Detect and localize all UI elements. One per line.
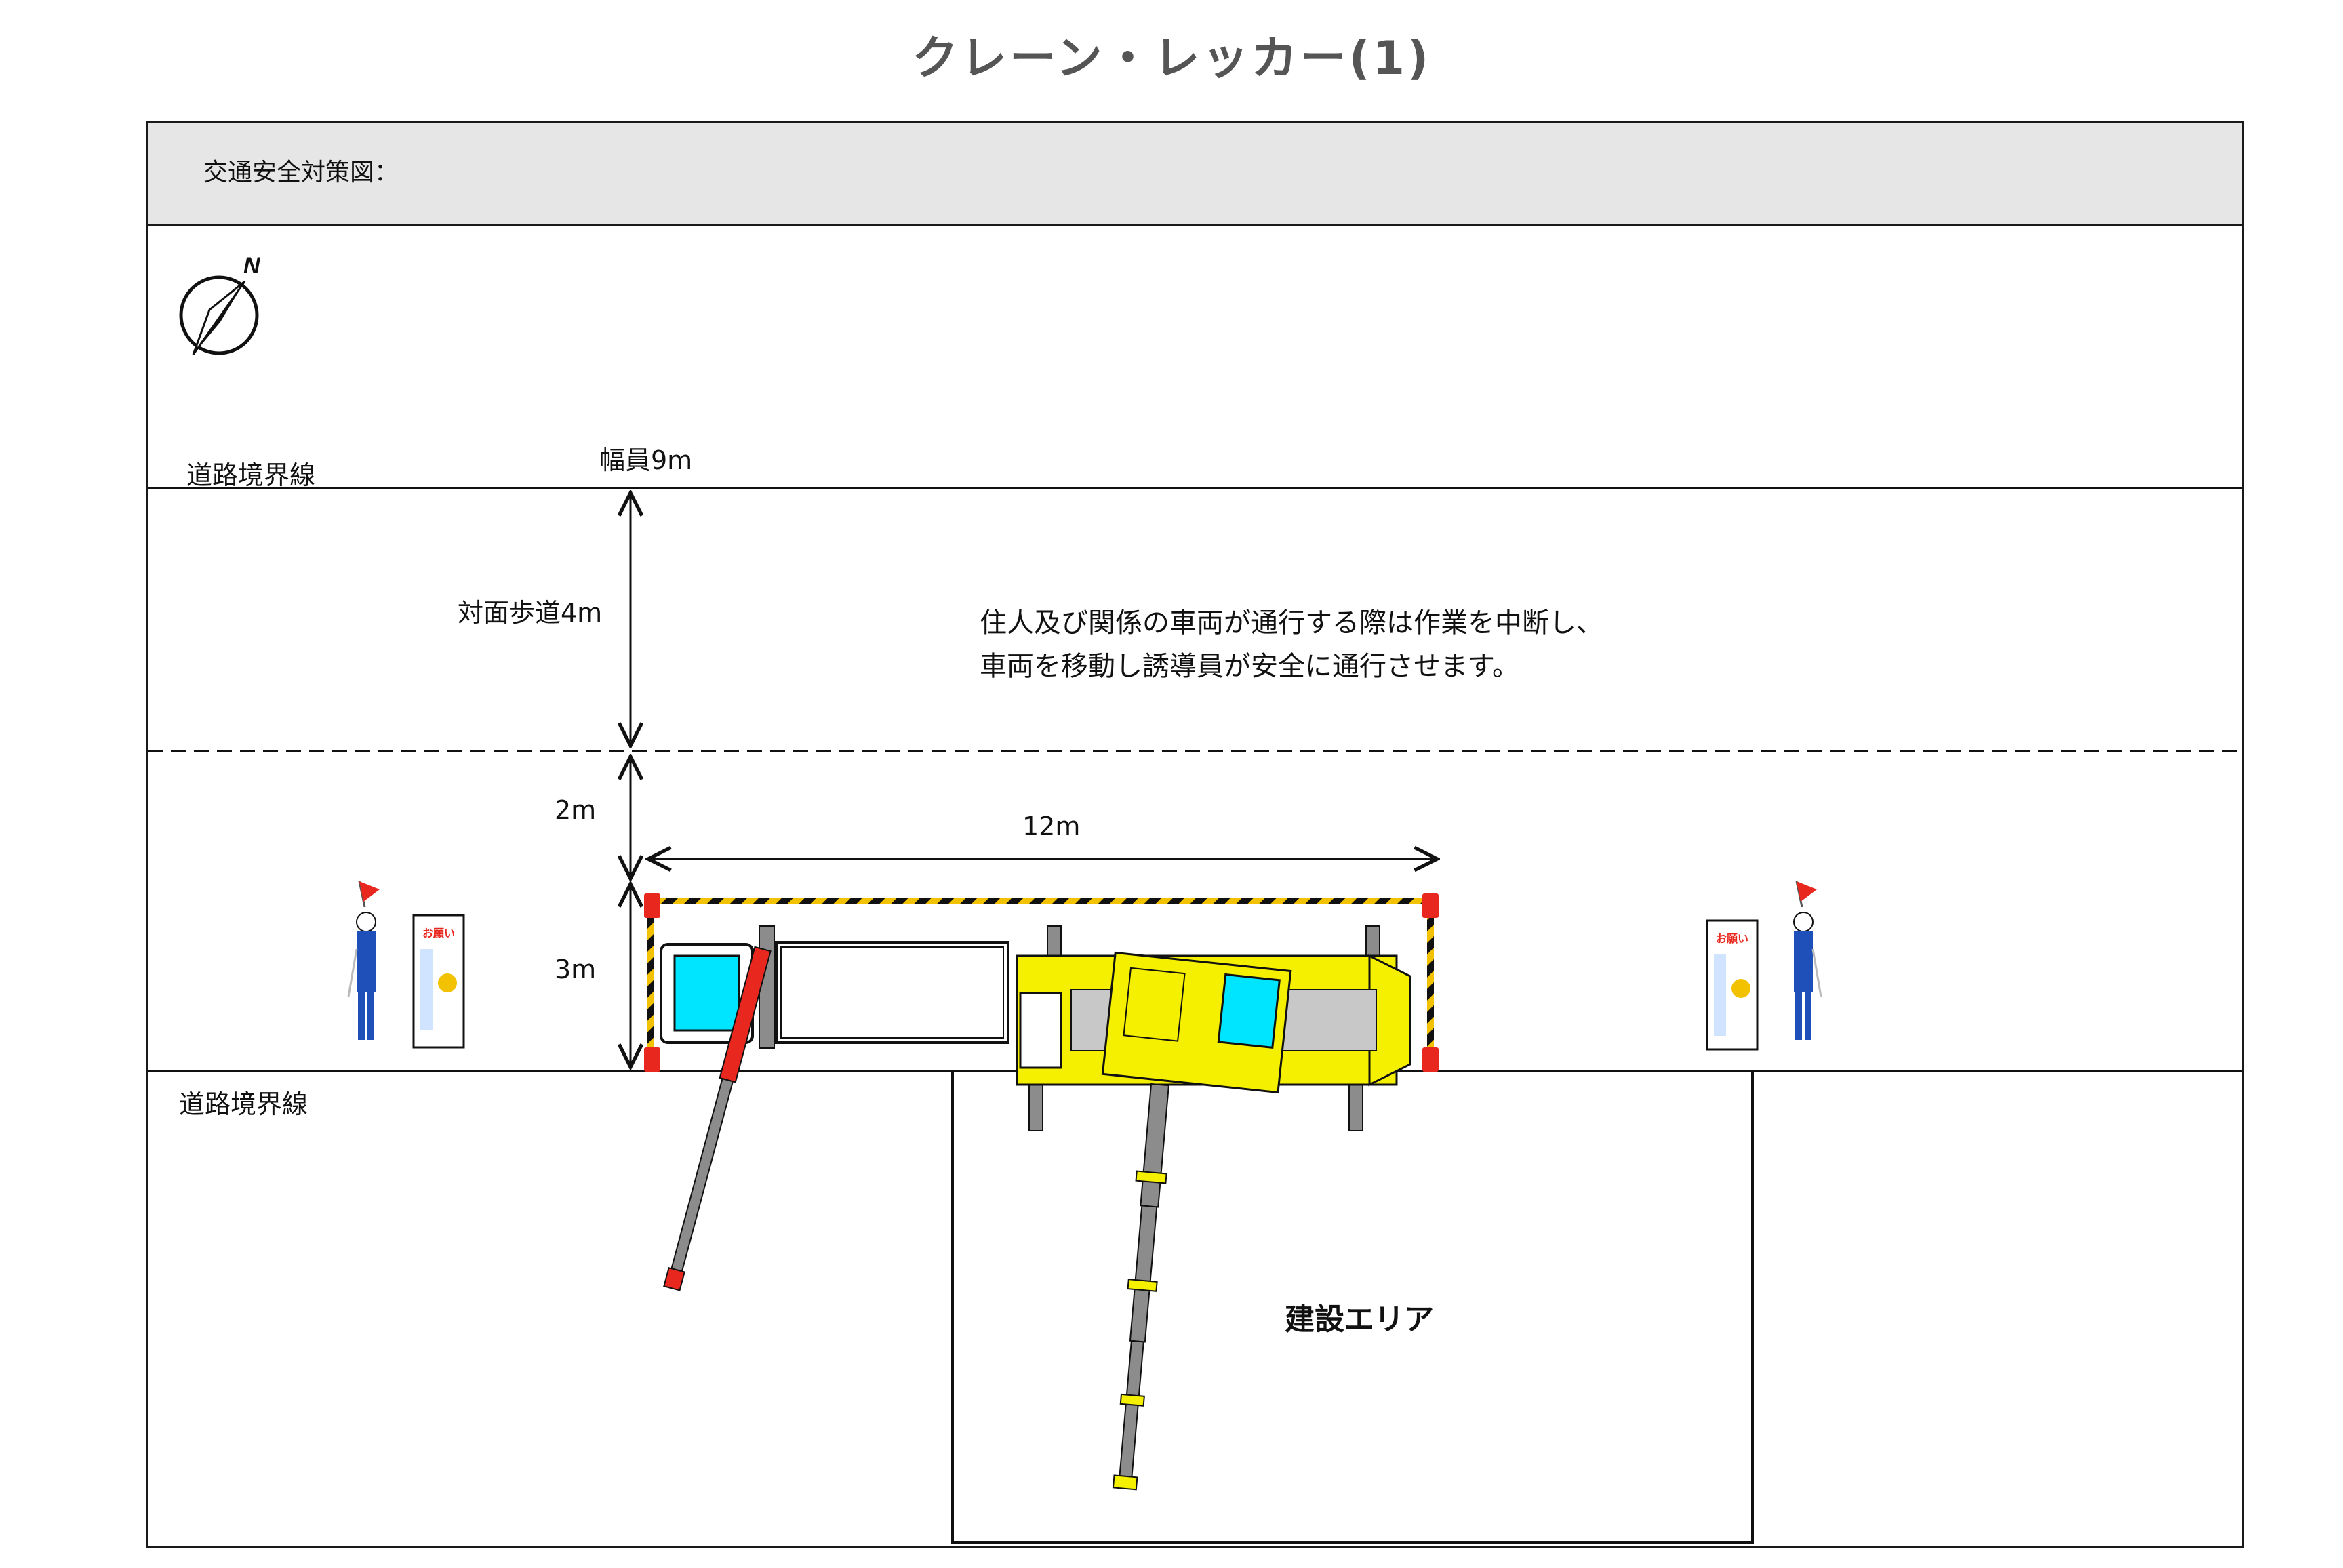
barrier-cone-icon [1422,893,1439,918]
diagram-frame [146,121,2244,1548]
signboard-title: お願い [1716,932,1748,945]
construction-area [951,1070,1754,1544]
barrier-cone-icon [1422,1047,1439,1072]
wrecker-truck [660,925,1009,1291]
header-band [148,123,2242,226]
barrier-cone-icon [644,893,660,918]
flagman-right-icon [1793,881,1822,1040]
header-label: 交通安全対策図： [203,159,399,186]
signboard-right: お願い [1706,919,1759,1051]
flagman-left-icon [347,881,380,1040]
label-dim-3m: 3m [555,954,597,984]
work-zone-barrier [644,893,1439,1072]
notice-line-2: 車両を移動し誘導員が安全に通行させます。 [980,651,1519,682]
label-dim-12m: 12m [1022,811,1081,841]
signboard-left: お願い [412,914,465,1049]
label-boundary-bottom: 道路境界線 [179,1089,308,1119]
notice-line-1: 住人及び関係の車両が通行する際は作業を中断し、 [980,607,1603,639]
mobile-crane [1016,925,1411,1491]
label-boundary-top: 道路境界線 [186,460,316,490]
sign-worker-icon [438,973,457,992]
label-opposite-sidewalk: 対面歩道4m [458,598,603,628]
sign-worker-icon [1731,979,1750,998]
compass-letter: N [243,253,261,279]
label-dim-2m: 2m [555,795,597,825]
crane-turret [1101,951,1292,1094]
crane-boom [1112,1083,1170,1491]
barrier-cone-icon [644,1047,660,1072]
construction-area-label: 建設エリア [1285,1302,1434,1337]
truck-boom [663,946,772,1291]
page-title: クレーン・レッカー(1) [911,32,1432,85]
compass-icon: N [179,253,261,355]
signboard-title: お願い [422,927,455,940]
label-road-width: 幅員9m [599,445,693,475]
